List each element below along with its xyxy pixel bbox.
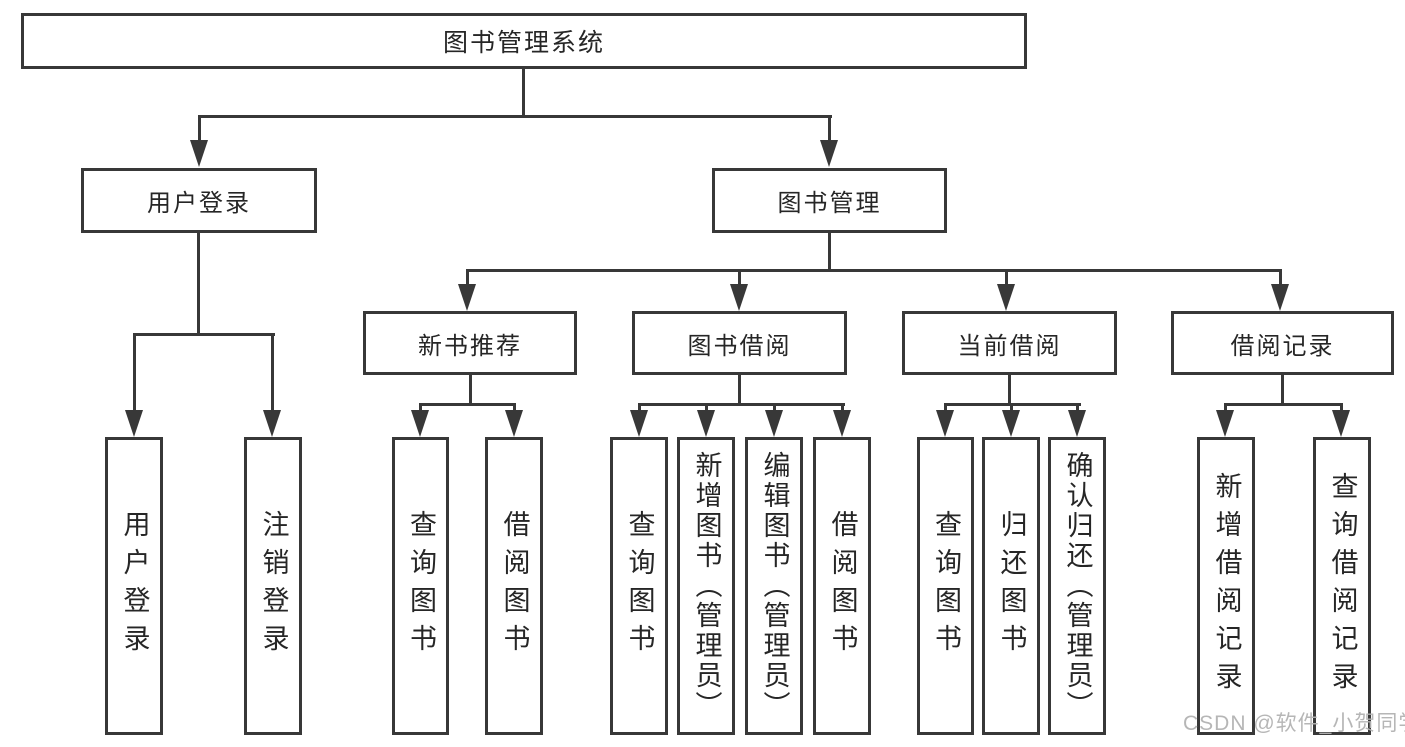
connector-arrow-stem — [841, 403, 844, 412]
connector-arrow-stem — [198, 115, 201, 141]
arrow-down-icon — [997, 284, 1015, 311]
connector-arrow-stem — [1076, 403, 1079, 412]
connector-arrow-stem — [738, 269, 741, 285]
node-user-login: 用户登录 — [81, 168, 317, 233]
connector-user-login-horizontal — [133, 333, 275, 336]
node-label: 当前借阅 — [957, 332, 1062, 360]
leaf-label: 查询图书 — [624, 510, 655, 662]
leaf-edit-books-admin: 编辑图书（管理员） — [745, 437, 803, 735]
leaf-add-books-admin: 新增图书（管理员） — [677, 437, 735, 735]
node-book-borrowing: 图书借阅 — [632, 311, 847, 375]
arrow-down-icon — [833, 410, 851, 437]
leaf-label: 编辑图书（管理员） — [759, 451, 790, 721]
connector-borrowing-records-vertical — [1281, 375, 1284, 406]
leaf-label: 用户登录 — [119, 510, 150, 662]
leaf-query-borrowing-record: 查询借阅记录 — [1313, 437, 1371, 735]
connector-root-horizontal — [198, 115, 832, 118]
connector-arrow-stem — [1005, 269, 1008, 285]
node-book-management: 图书管理 — [712, 168, 947, 233]
arrow-down-icon — [125, 410, 143, 437]
leaf-label: 查询图书 — [406, 510, 436, 662]
node-label: 图书借阅 — [687, 332, 792, 360]
node-label: 图书管理系统 — [442, 29, 605, 57]
arrow-down-icon — [697, 410, 715, 437]
leaf-return-books: 归还图书 — [982, 437, 1040, 735]
leaf-label: 新增图书（管理员） — [691, 451, 722, 721]
arrow-down-icon — [505, 410, 523, 437]
connector-arrow-stem — [419, 403, 422, 412]
connector-arrow-stem — [1010, 403, 1013, 412]
connector-new-book-horizontal — [419, 403, 516, 406]
arrow-down-icon — [820, 140, 838, 167]
leaf-query-books-recommend: 查询图书 — [392, 437, 449, 735]
leaf-label: 借阅图书 — [499, 510, 530, 662]
leaf-label: 查询借阅记录 — [1327, 472, 1358, 700]
arrow-down-icon — [458, 284, 476, 311]
node-label: 图书管理 — [777, 190, 882, 217]
node-library-management-system: 图书管理系统 — [21, 13, 1027, 69]
arrow-down-icon — [630, 410, 648, 437]
connector-book-borrowing-horizontal — [638, 403, 845, 406]
leaf-logout-login: 注销登录 — [244, 437, 302, 735]
arrow-down-icon — [936, 410, 954, 437]
leaf-borrow-books-recommend: 借阅图书 — [485, 437, 543, 735]
connector-root-vertical — [522, 69, 525, 117]
connector-arrow-stem — [1224, 403, 1227, 412]
connector-arrow-stem — [133, 333, 136, 411]
connector-arrow-stem — [466, 269, 469, 285]
connector-arrow-stem — [828, 115, 831, 141]
leaf-confirm-return-admin: 确认归还（管理员） — [1048, 437, 1106, 735]
connector-new-book-vertical — [469, 375, 472, 406]
arrow-down-icon — [730, 284, 748, 311]
arrow-down-icon — [263, 410, 281, 437]
connector-arrow-stem — [271, 333, 274, 411]
connector-arrow-stem — [1340, 403, 1343, 412]
connector-book-mgmt-vertical — [828, 233, 831, 272]
connector-arrow-stem — [773, 403, 776, 412]
leaf-add-borrowing-record: 新增借阅记录 — [1197, 437, 1255, 735]
connector-arrow-stem — [638, 403, 641, 412]
leaf-query-books-borrowing: 查询图书 — [610, 437, 668, 735]
connector-book-borrowing-vertical — [738, 375, 741, 406]
connector-user-login-vertical — [197, 233, 200, 336]
node-new-book-recommendation: 新书推荐 — [363, 311, 577, 375]
arrow-down-icon — [765, 410, 783, 437]
arrow-down-icon — [190, 140, 208, 167]
leaf-label: 确认归还（管理员） — [1062, 451, 1093, 721]
connector-arrow-stem — [513, 403, 516, 412]
leaf-label: 借阅图书 — [827, 510, 858, 662]
arrow-down-icon — [1068, 410, 1086, 437]
connector-arrow-stem — [944, 403, 947, 412]
node-label: 用户登录 — [147, 190, 251, 217]
leaf-user-login: 用户登录 — [105, 437, 163, 735]
arrow-down-icon — [1271, 284, 1289, 311]
node-label: 借阅记录 — [1230, 332, 1335, 360]
node-label: 新书推荐 — [418, 332, 522, 360]
arrow-down-icon — [1216, 410, 1234, 437]
node-current-borrowing: 当前借阅 — [902, 311, 1117, 375]
leaf-label: 新增借阅记录 — [1211, 472, 1242, 700]
connector-current-borrowing-vertical — [1008, 375, 1011, 406]
arrow-down-icon — [1002, 410, 1020, 437]
node-borrowing-records: 借阅记录 — [1171, 311, 1394, 375]
connector-arrow-stem — [1279, 269, 1282, 285]
arrow-down-icon — [411, 410, 429, 437]
leaf-label: 查询图书 — [931, 510, 961, 662]
leaf-query-books-current: 查询图书 — [917, 437, 974, 735]
connector-arrow-stem — [705, 403, 708, 412]
leaf-borrow-books-borrowing: 借阅图书 — [813, 437, 871, 735]
connector-book-mgmt-horizontal — [466, 269, 1282, 272]
csdn-watermark: CSDN @软件_小贺同学 — [1183, 712, 1405, 735]
leaf-label: 注销登录 — [258, 510, 289, 662]
leaf-label: 归还图书 — [996, 510, 1027, 662]
connector-borrowing-records-horizontal — [1224, 403, 1343, 406]
arrow-down-icon — [1332, 410, 1350, 437]
